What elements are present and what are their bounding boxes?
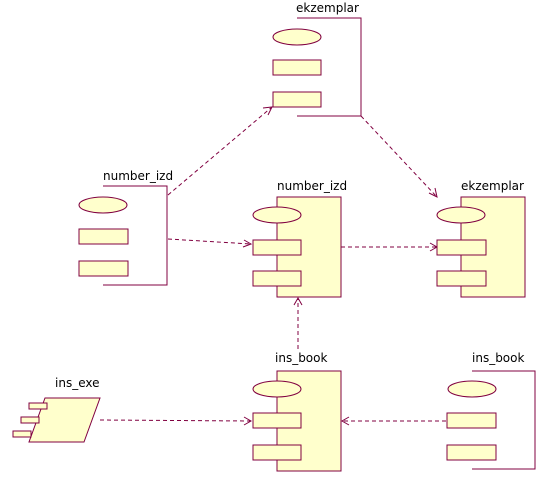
component-ellipse-icon [252, 380, 302, 398]
component-port-rect [436, 270, 487, 287]
dependency-ekzemplar_spec-ekzemplar_body[interactable] [360, 115, 438, 198]
component-ekzemplar-body[interactable]: ekzemplar [436, 179, 526, 298]
executable-tab-rect [20, 416, 40, 424]
dependency-number_izd_body-ekzemplar_body[interactable] [341, 242, 439, 252]
component-label: ins_book [472, 351, 524, 365]
component-ins_book-spec[interactable]: ins_book [446, 351, 536, 470]
executable-tab-rect [28, 402, 48, 410]
component-number_izd-body[interactable]: number_izd [252, 179, 347, 298]
component-ins_book-body[interactable]: ins_book [252, 351, 342, 472]
component-number_izd-spec[interactable]: number_izd [78, 169, 173, 286]
dependency-ins_book_body-number_izd_body[interactable] [293, 296, 303, 349]
component-ellipse-icon [272, 28, 322, 46]
component-label: ins_book [275, 351, 327, 365]
component-port-rect [272, 91, 322, 108]
component-ekzemplar-spec[interactable]: ekzemplar [272, 1, 362, 117]
component-port-rect [252, 270, 302, 287]
component-ellipse-icon [78, 196, 128, 214]
component-port-rect [78, 228, 129, 245]
dependency-number_izd_spec-number_izd_body[interactable] [167, 238, 253, 248]
dependency-number_izd_spec-ekzemplar_spec[interactable] [167, 106, 273, 196]
component-port-rect [446, 412, 497, 429]
component-label: number_izd [103, 169, 173, 183]
dependency-ins_exe-ins_book_body[interactable] [99, 416, 253, 426]
executable-tab-rect [12, 430, 32, 438]
component-ins_exe[interactable]: ins_exe [12, 376, 101, 443]
component-port-rect [78, 260, 129, 277]
component-port-rect [252, 239, 302, 256]
component-ellipse-icon [252, 206, 302, 224]
component-port-rect [446, 444, 497, 461]
component-port-rect [252, 412, 302, 429]
dependency-ins_book_spec-ins_book_body[interactable] [340, 416, 446, 426]
component-label: ins_exe [55, 376, 99, 390]
component-label: ekzemplar [461, 179, 524, 193]
component-ellipse-icon [436, 206, 486, 224]
component-port-rect [272, 59, 322, 76]
component-label: ekzemplar [296, 1, 359, 15]
component-port-rect [436, 239, 487, 256]
component-ellipse-icon [447, 380, 497, 398]
component-label: number_izd [277, 179, 347, 193]
component-port-rect [252, 444, 302, 461]
